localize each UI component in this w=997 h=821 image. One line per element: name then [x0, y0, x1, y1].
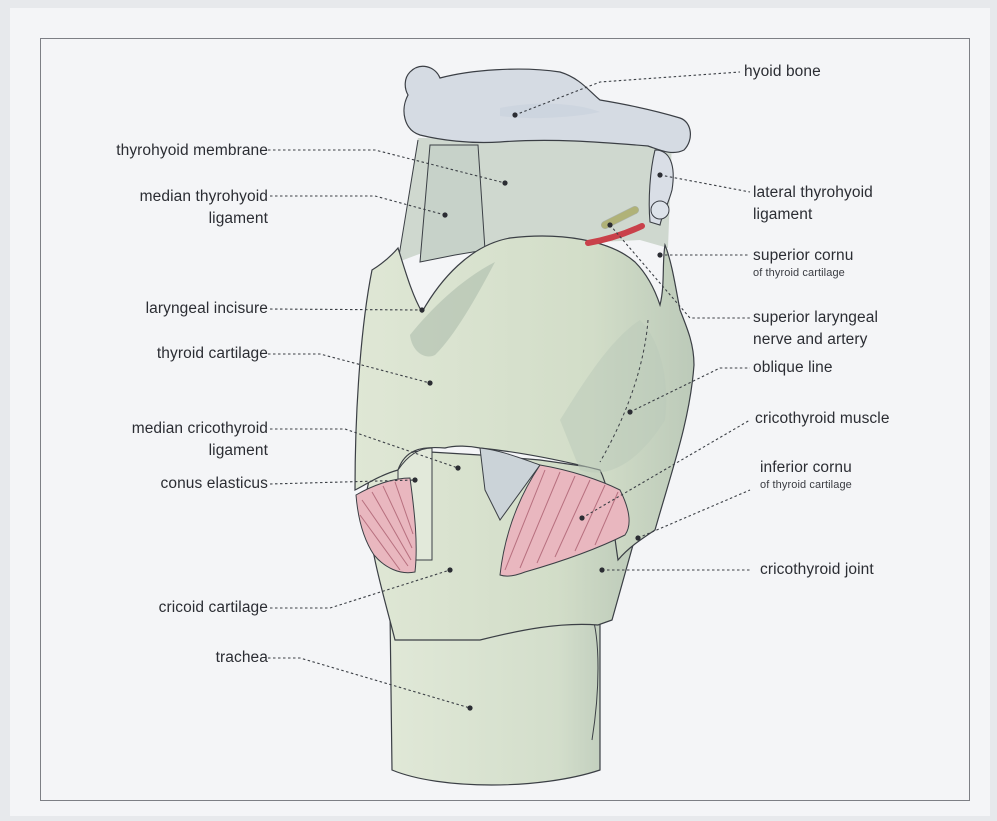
label-superior-cornu: superior cornu of thyroid cartilage	[753, 245, 853, 279]
label-thyroid-cartilage: thyroid cartilage	[60, 343, 268, 365]
label-trachea: trachea	[60, 647, 268, 669]
triticeous-cartilage	[651, 201, 669, 219]
label-laryngeal-incisure: laryngeal incisure	[60, 298, 268, 320]
label-conus-elasticus: conus elasticus	[60, 473, 268, 495]
label-oblique-line: oblique line	[753, 357, 833, 379]
label-cricoid-cartilage: cricoid cartilage	[60, 597, 268, 619]
label-inferior-cornu: inferior cornu of thyroid cartilage	[760, 457, 852, 491]
label-hyoid-bone: hyoid bone	[744, 61, 821, 83]
label-median-thyrohyoid-ligament: median thyrohyoid ligament	[60, 186, 268, 230]
median-thyrohyoid-ligament-shape	[420, 145, 485, 262]
label-median-cricothyroid-ligament: median cricothyroid ligament	[60, 418, 268, 462]
label-cricothyroid-muscle: cricothyroid muscle	[755, 408, 890, 430]
label-cricothyroid-joint: cricothyroid joint	[760, 559, 874, 581]
label-thyrohyoid-membrane: thyrohyoid membrane	[60, 140, 268, 162]
label-superior-laryngeal-nerve-artery: superior laryngeal nerve and artery	[753, 307, 878, 351]
label-lateral-thyrohyoid-ligament: lateral thyrohyoid ligament	[753, 182, 873, 226]
